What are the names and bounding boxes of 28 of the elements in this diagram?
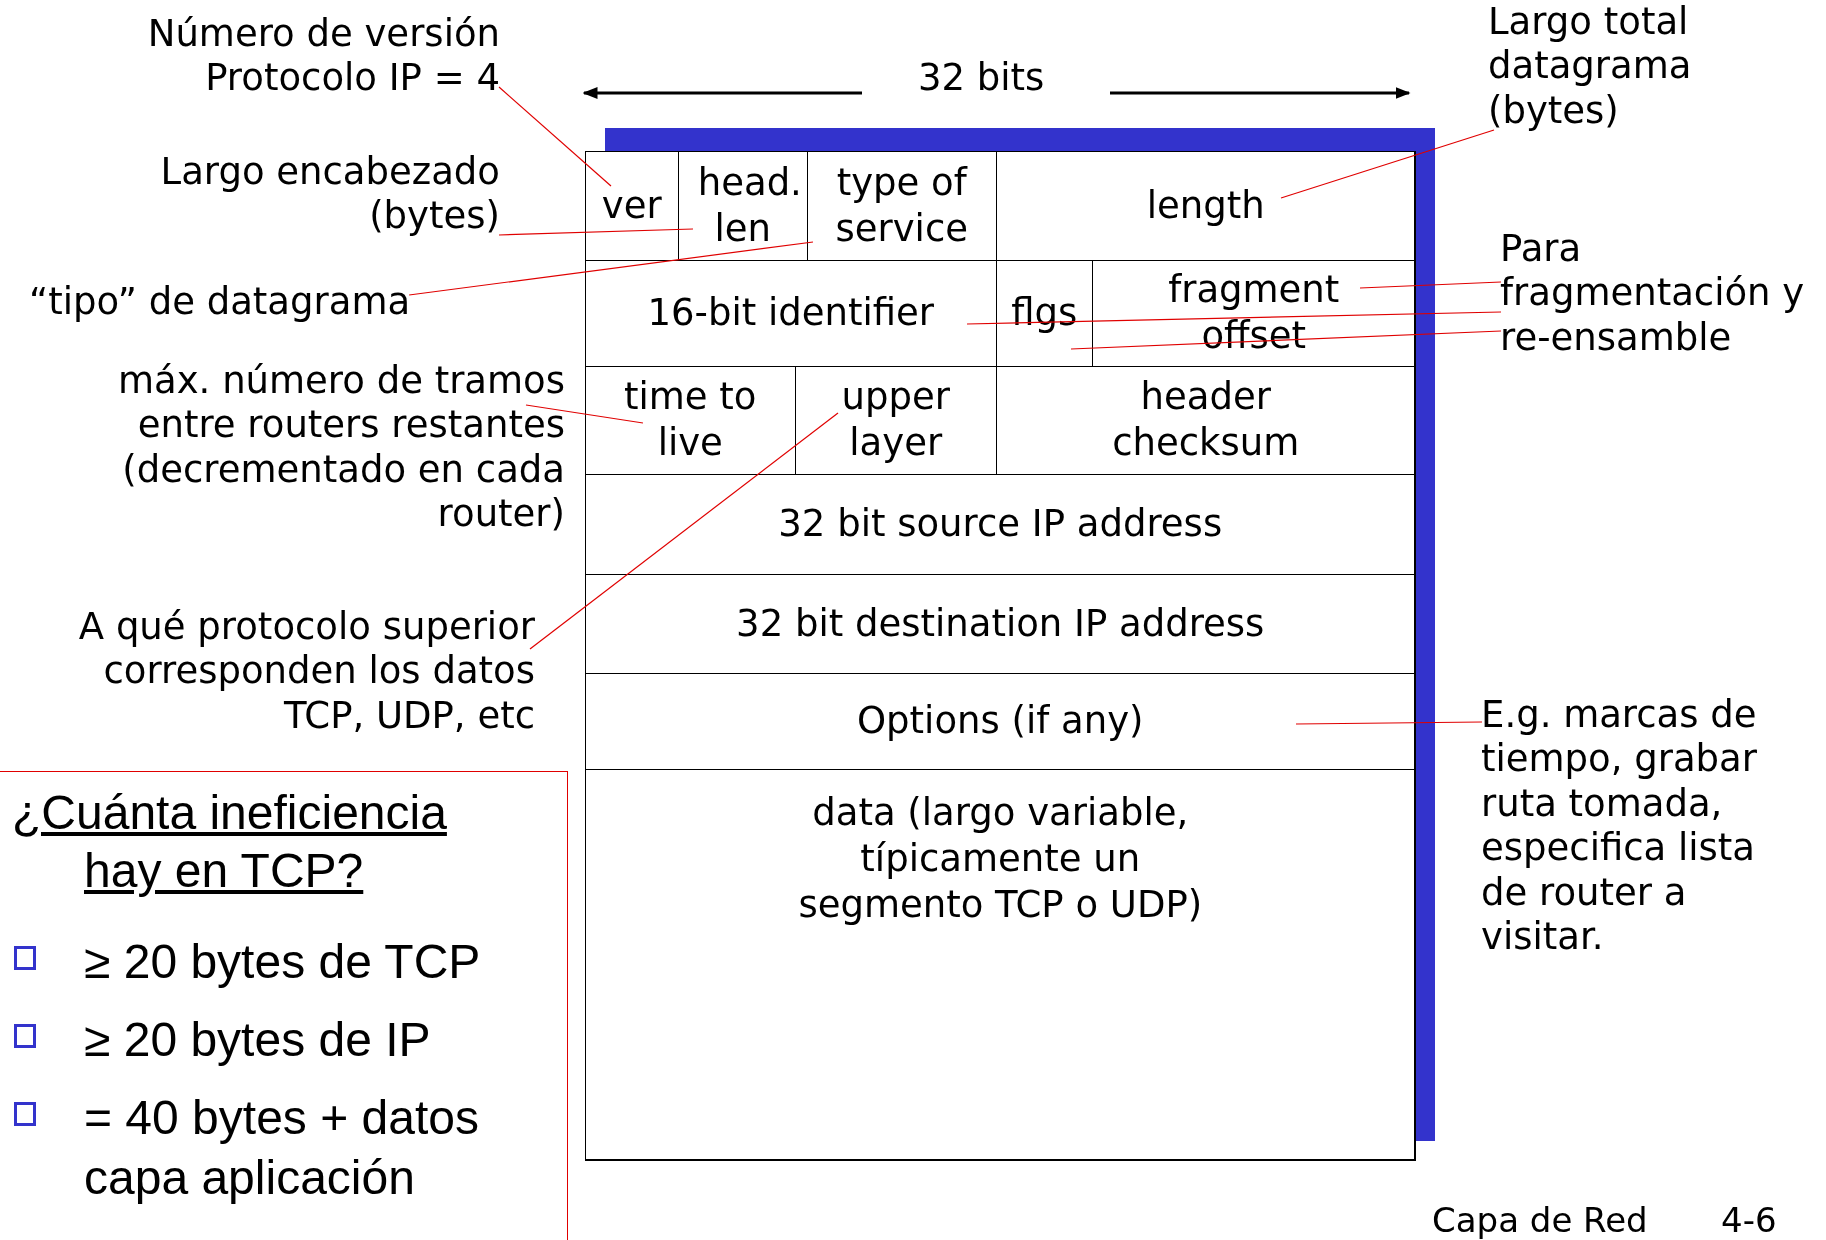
leader-line xyxy=(1359,281,1502,289)
leader-line xyxy=(408,241,814,296)
page-number: 4-6 xyxy=(1721,1200,1777,1240)
leader-line xyxy=(1280,129,1495,199)
footer-text: Capa de Red xyxy=(1432,1200,1648,1240)
annotation: E.g. marcas de tiempo, grabar ruta tomada, especifica lista de router a visitar. xyxy=(1481,693,1811,960)
heading: ¿Cuánta ineficiencia hay en TCP? xyxy=(12,785,448,899)
bullet-text: = 40 bytes + datos capa aplicación xyxy=(84,1090,480,1206)
leader-line xyxy=(1070,330,1502,350)
data-field: data (largo variable, típicamente un segmento TCP o UDP) xyxy=(584,768,1416,1161)
leader-line xyxy=(498,86,612,187)
leader-line xyxy=(1295,721,1483,725)
annotation: A qué protocolo superior corresponden los datos TCP, UDP, etc xyxy=(70,605,535,739)
annotation: máx. número de tramos entre routers restantes (decrementado en cada router) xyxy=(60,359,565,537)
leader-line xyxy=(966,311,1502,325)
leader-line xyxy=(498,228,694,236)
datagram-frame xyxy=(585,151,1415,1160)
bullet-text: ≥ 20 bytes de IP xyxy=(84,1012,432,1068)
leader-line xyxy=(525,404,644,424)
note-panel xyxy=(0,771,568,1240)
bullet-text: ≥ 20 bytes de TCP xyxy=(84,934,482,990)
width-label: 32 bits xyxy=(918,56,1045,99)
annotation: Largo total datagrama (bytes) xyxy=(1488,0,1788,134)
annotation: Número de versión Protocolo IP = 4 xyxy=(60,12,500,101)
annotation: Largo encabezado (bytes) xyxy=(80,150,500,239)
annotation: “tipo” de datagrama xyxy=(29,280,411,325)
annotation: Para fragmentación y re-ensamble xyxy=(1500,227,1820,361)
leader-line xyxy=(529,412,839,650)
